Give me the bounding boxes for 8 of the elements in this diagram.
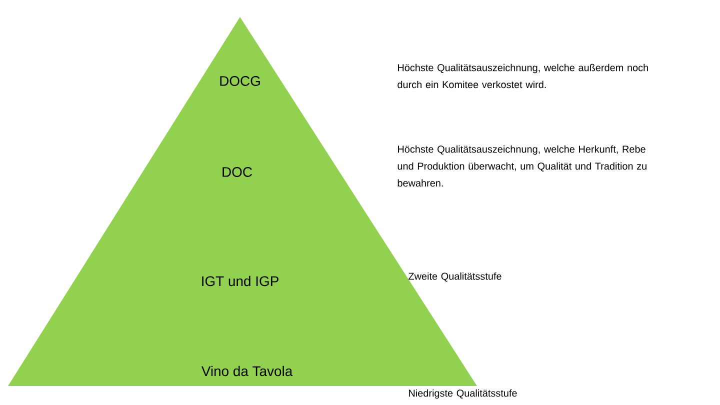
level-label: Vino da Tavola	[201, 366, 293, 376]
description-text: Höchste Qualitätsauszeichnung, welche Herkunft, Rebe und Produktion überwacht, um Qualität und Tradition zu bewahren.	[398, 145, 646, 187]
level-label: DOC	[222, 167, 252, 177]
description-text: Niedrigste Qualitätsstufe	[409, 389, 517, 399]
level-label: DOCG	[220, 76, 260, 86]
level-label: IGT und IGP	[202, 276, 278, 286]
description-text: Höchste Qualitätsauszeichnung, welche außerdem noch durch ein Komitee verkostet wird.	[398, 64, 648, 88]
description-text: Zweite Qualitätsstufe	[408, 272, 502, 282]
